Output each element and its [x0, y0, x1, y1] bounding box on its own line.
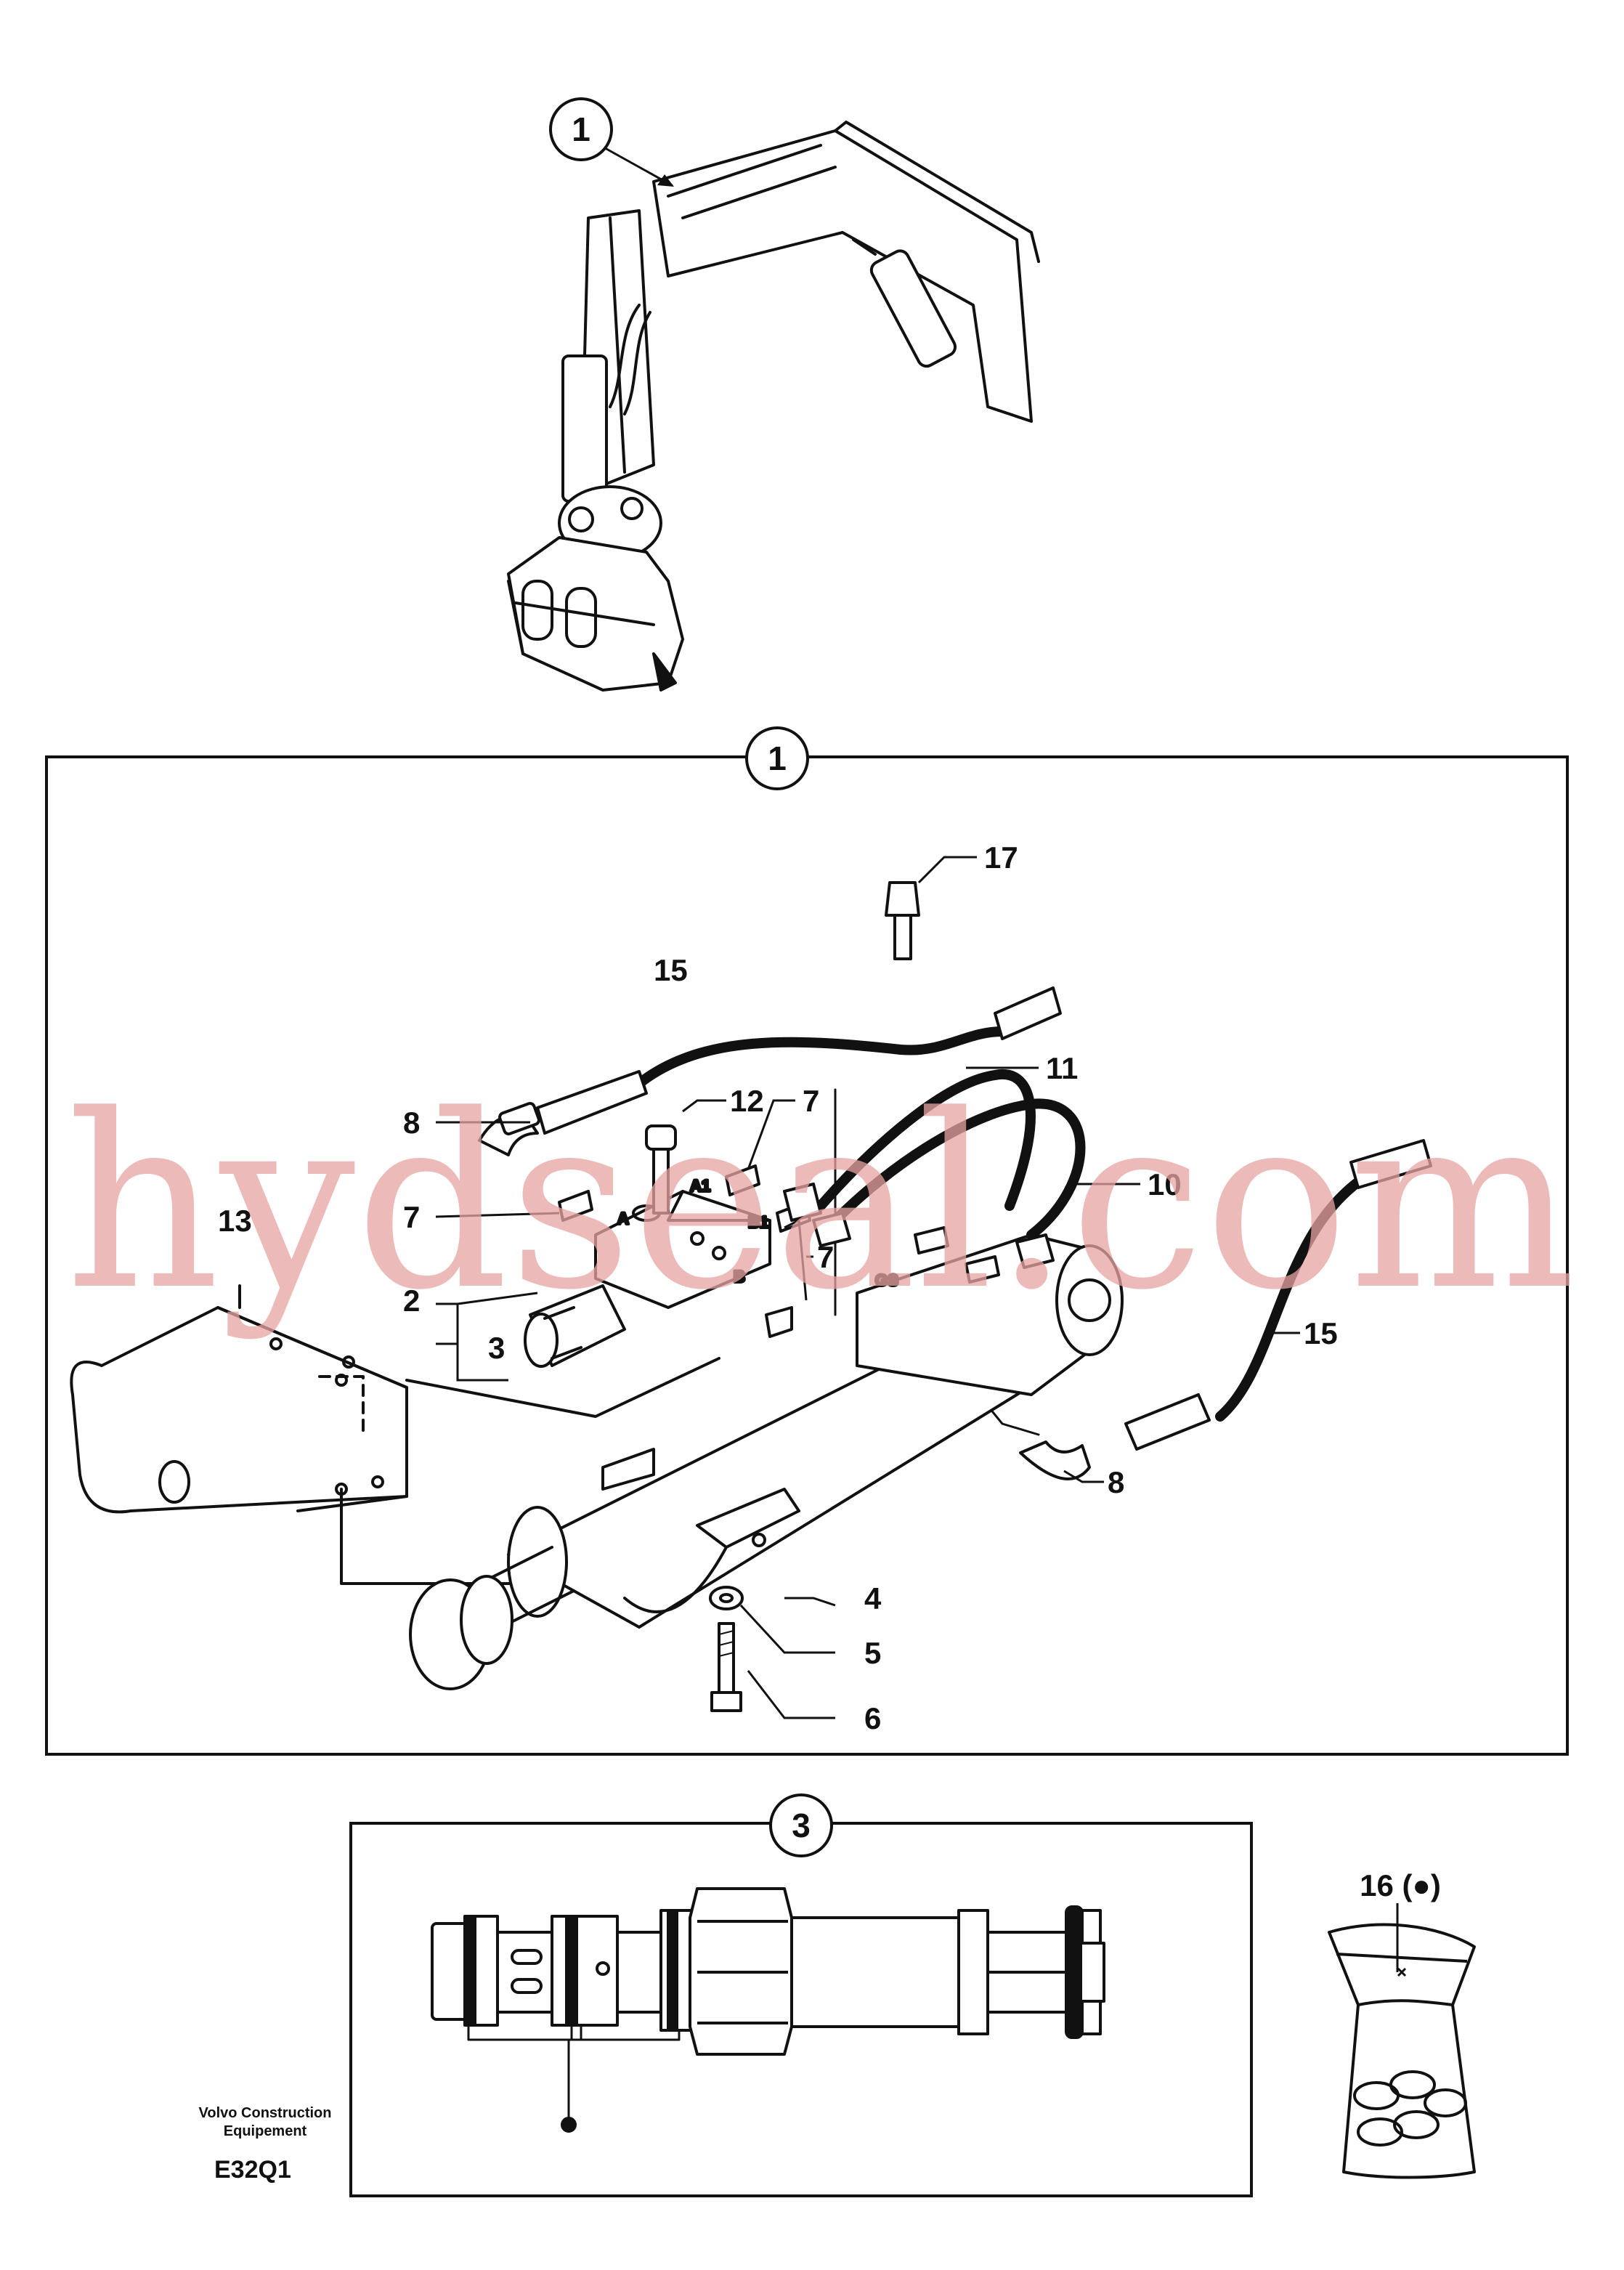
leader-lines — [435, 856, 1300, 1719]
label-13: 13 — [218, 1204, 252, 1238]
svg-text:GS: GS — [875, 1271, 898, 1289]
label-7c: 7 — [817, 1240, 834, 1274]
label-15a: 15 — [654, 953, 688, 987]
svg-text:B1: B1 — [748, 1213, 768, 1231]
company-line-2: Equipement — [224, 2123, 307, 2139]
svg-text:B: B — [734, 1268, 745, 1286]
svg-text:A: A — [617, 1209, 629, 1228]
label-2: 2 — [403, 1284, 420, 1318]
part-number-labels: 17 15 12 7 11 10 8 7 13 2 3 7 15 8 4 5 6 — [218, 840, 1338, 1735]
label-7b: 7 — [403, 1200, 420, 1234]
label-17: 17 — [984, 840, 1018, 875]
label-8b: 8 — [1108, 1465, 1124, 1499]
footer: Volvo Construction Equipement E32Q1 — [199, 2105, 332, 2184]
label-3: 3 — [488, 1331, 505, 1365]
label-5: 5 — [864, 1636, 881, 1670]
callout-top-1: 1 — [549, 97, 613, 161]
label-15b: 15 — [1304, 1316, 1338, 1350]
label-4: 4 — [864, 1581, 882, 1616]
label-7a: 7 — [803, 1084, 819, 1118]
label-11: 11 — [1046, 1051, 1078, 1085]
svg-text:1: 1 — [572, 110, 590, 148]
company-line-1: Volvo Construction — [199, 2105, 332, 2121]
callout-panel-1: 1 — [745, 726, 809, 790]
label-12: 12 — [730, 1084, 764, 1118]
excavator-arm-illustration — [507, 121, 1040, 692]
drawing-code: E32Q1 — [214, 2156, 291, 2184]
label-6: 6 — [864, 1701, 881, 1735]
callout-panel-3: 3 — [769, 1793, 833, 1857]
svg-text:A1: A1 — [690, 1177, 710, 1195]
label-8a: 8 — [403, 1106, 420, 1140]
label-10: 10 — [1148, 1167, 1182, 1201]
label-16: 16 (●) — [1360, 1868, 1441, 1902]
cartridge-valve-detail — [431, 1887, 1105, 2133]
watermark: hydseal.com — [65, 1063, 1576, 1342]
seal-kit-illustration — [1328, 1903, 1476, 2179]
svg-text:1: 1 — [768, 739, 787, 777]
svg-text:3: 3 — [792, 1807, 811, 1844]
hydraulic-assembly-illustration: GS A A1 B1 B — [70, 881, 1432, 1712]
